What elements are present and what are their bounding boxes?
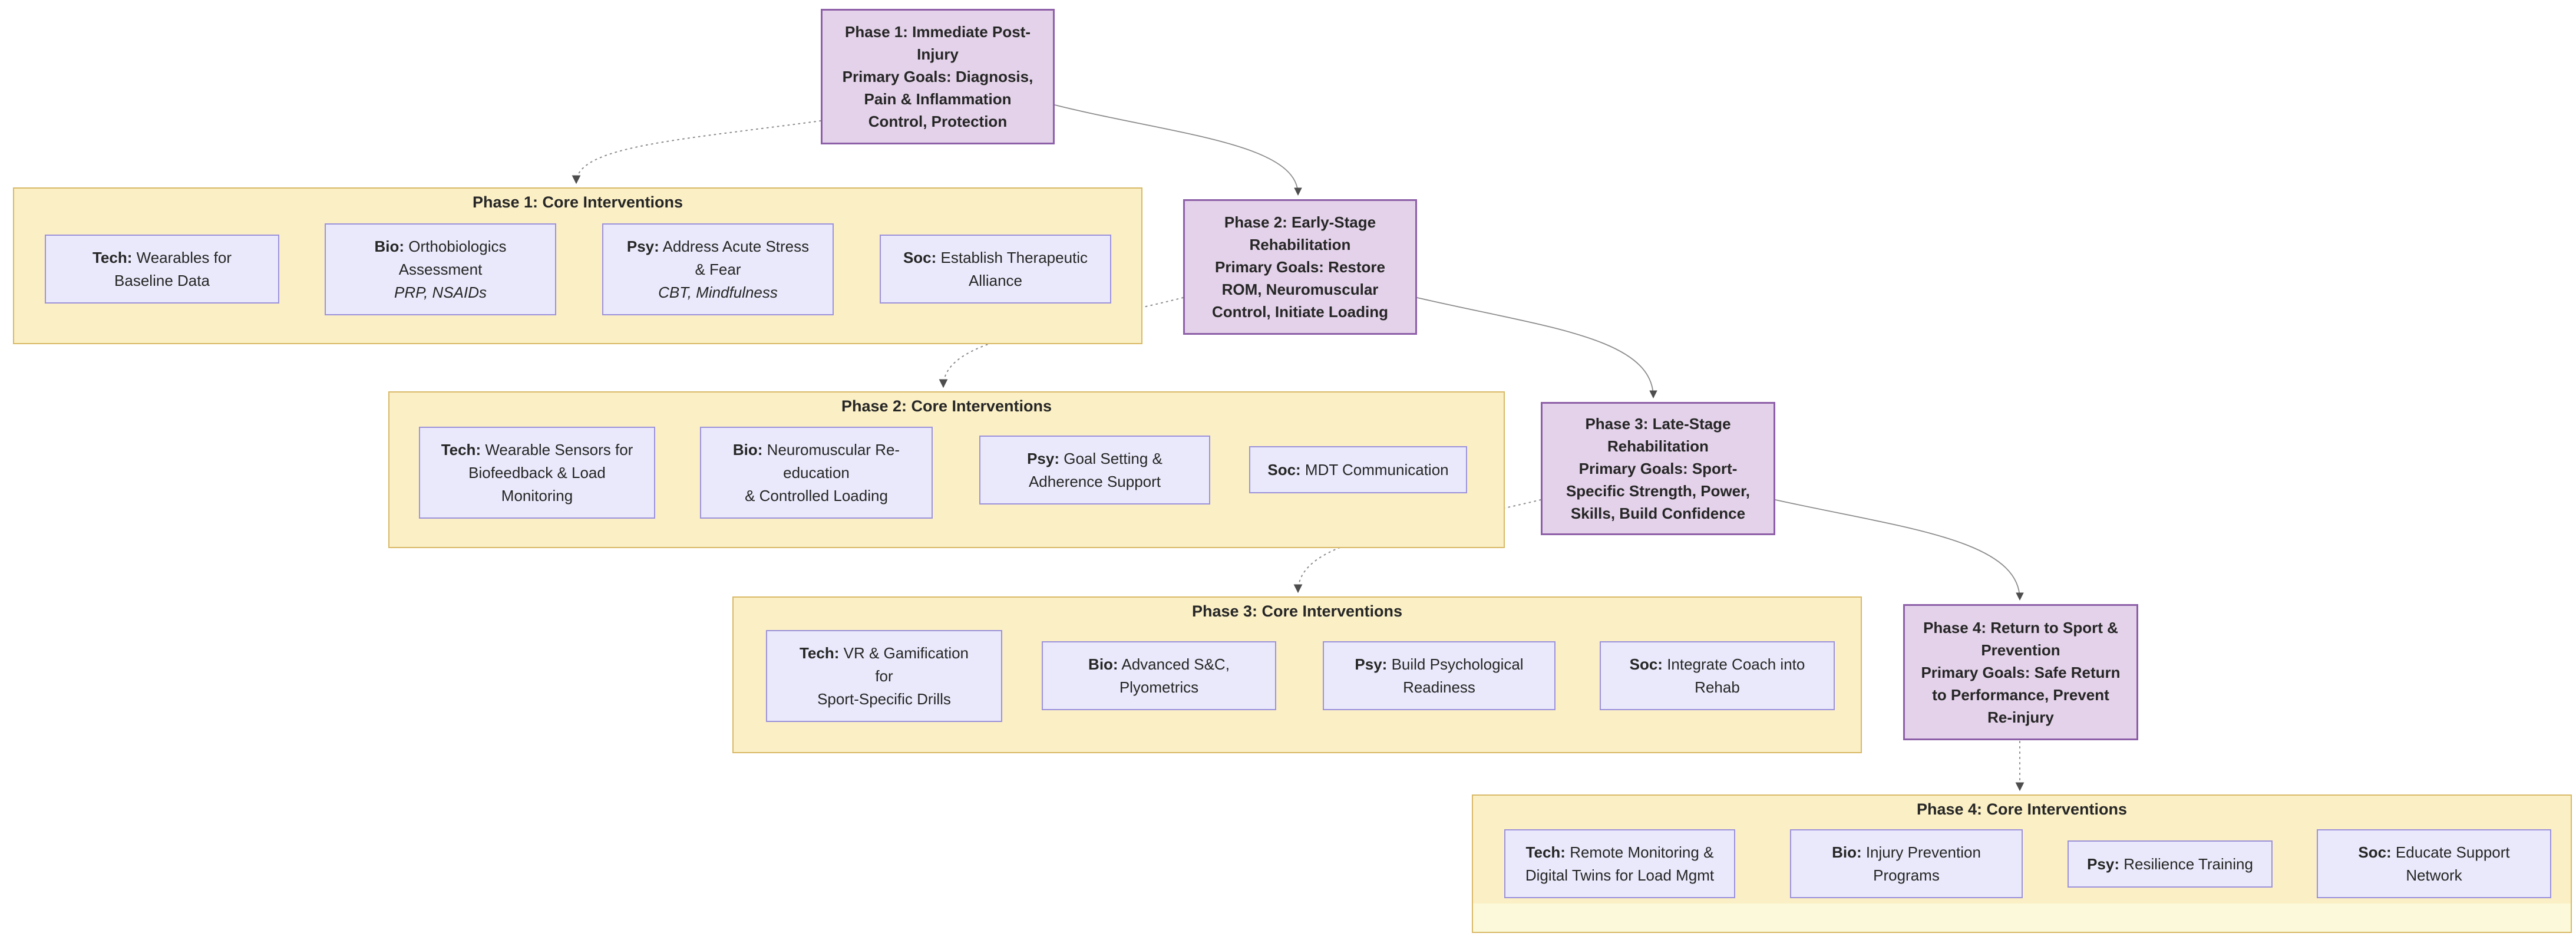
node-label: Bio: Advanced S&C, Plyometrics xyxy=(1088,653,1230,699)
node-label: Soc: MDT Communication xyxy=(1267,459,1448,482)
phase3-psy-node: Psy: Build Psychological Readiness xyxy=(1323,641,1555,710)
node-label: Bio: Neuromuscular Re- education & Contr… xyxy=(733,438,900,507)
node-text: Orthobiologics Assessment xyxy=(398,237,507,278)
cluster3-title: Phase 3: Core Interventions xyxy=(1191,602,1403,620)
edge-phase2-to-phase3 xyxy=(1416,297,1657,399)
node-text: Advanced S&C, Plyometrics xyxy=(1119,655,1230,696)
node-text: Address Acute Stress & Fear xyxy=(662,237,810,278)
node-text: Establish Therapeutic Alliance xyxy=(940,248,1088,289)
node-prefix: Tech: xyxy=(441,440,481,459)
phase3-label: Phase 3: Late-Stage Rehabilitation Prima… xyxy=(1566,415,1751,522)
phase3-node: Phase 3: Late-Stage Rehabilitation Prima… xyxy=(1541,402,1775,535)
node-text: Educate Support Network xyxy=(2395,843,2510,884)
node-text: VR & Gamification for Sport-Specific Dri… xyxy=(817,644,969,708)
phase2-node: Phase 2: Early-Stage Rehabilitation Prim… xyxy=(1183,199,1417,335)
phase4-psy-node: Psy: Resilience Training xyxy=(2068,840,2273,888)
edge-phase1-to-phase2 xyxy=(1054,104,1302,196)
phase3-bio-node: Bio: Advanced S&C, Plyometrics xyxy=(1042,641,1276,710)
node-text: Wearable Sensors for Biofeedback & Load … xyxy=(468,440,633,505)
node-text: Resilience Training xyxy=(2119,855,2253,873)
phase3-soc-node: Soc: Integrate Coach into Rehab xyxy=(1600,641,1835,710)
node-label: Psy: Resilience Training xyxy=(2087,853,2253,876)
node-prefix: Bio: xyxy=(1088,655,1118,673)
node-prefix: Tech: xyxy=(799,644,840,662)
phase1-tech-node: Tech: Wearables for Baseline Data xyxy=(45,235,279,304)
cluster2-title: Phase 2: Core Interventions xyxy=(841,397,1052,415)
node-text: Build Psychological Readiness xyxy=(1391,655,1524,696)
node-text: MDT Communication xyxy=(1300,460,1449,479)
phase4-label: Phase 4: Return to Sport & Prevention Pr… xyxy=(1921,618,2121,726)
node-label: Bio: Orthobiologics Assessment PRP, NSAI… xyxy=(375,235,507,304)
phase2-bio-node: Bio: Neuromuscular Re- education & Contr… xyxy=(700,427,933,519)
phase1-soc-node: Soc: Establish Therapeutic Alliance xyxy=(880,235,1111,304)
node-prefix: Psy: xyxy=(1355,655,1388,673)
phase4-tech-node: Tech: Remote Monitoring & Digital Twins … xyxy=(1504,829,1735,898)
cluster-phase4-core-interventions: Phase 4: Core Interventions Tech: Remote… xyxy=(1472,794,2572,933)
phase2-label: Phase 2: Early-Stage Rehabilitation Prim… xyxy=(1212,213,1388,321)
node-prefix: Psy: xyxy=(1027,449,1060,467)
node-prefix: Tech: xyxy=(92,248,133,266)
node-label: Tech: Wearables for Baseline Data xyxy=(93,246,232,292)
node-label: Bio: Injury Prevention Programs xyxy=(1832,841,1981,887)
node-label: Tech: Remote Monitoring & Digital Twins … xyxy=(1525,841,1714,887)
node-note: PRP, NSAIDs xyxy=(394,283,487,301)
node-label: Psy: Address Acute Stress & Fear CBT, Mi… xyxy=(627,235,809,304)
phase4-soc-node: Soc: Educate Support Network xyxy=(2317,829,2551,898)
phase3-tech-node: Tech: VR & Gamification for Sport-Specif… xyxy=(766,630,1002,722)
node-text: Goal Setting & Adherence Support xyxy=(1028,449,1162,490)
phase2-tech-node: Tech: Wearable Sensors for Biofeedback &… xyxy=(419,427,655,519)
phase2-soc-node: Soc: MDT Communication xyxy=(1249,446,1467,493)
node-prefix: Tech: xyxy=(1525,843,1566,861)
node-label: Soc: Integrate Coach into Rehab xyxy=(1630,653,1805,699)
cluster-phase1-core-interventions: Phase 1: Core Interventions Tech: Wearab… xyxy=(13,187,1142,344)
node-label: Soc: Establish Therapeutic Alliance xyxy=(903,246,1088,292)
node-text: Wearables for Baseline Data xyxy=(114,248,232,289)
node-prefix: Soc: xyxy=(2358,843,2392,861)
phase4-bio-node: Bio: Injury Prevention Programs xyxy=(1790,829,2023,898)
node-prefix: Soc: xyxy=(903,248,937,266)
cluster4-title: Phase 4: Core Interventions xyxy=(1916,800,2128,818)
node-text: Injury Prevention Programs xyxy=(1865,843,1981,884)
phase1-bio-node: Bio: Orthobiologics Assessment PRP, NSAI… xyxy=(325,223,556,315)
edge-phase3-to-phase4 xyxy=(1775,499,2024,601)
node-prefix: Bio: xyxy=(374,237,405,255)
phase1-label: Phase 1: Immediate Post- Injury Primary … xyxy=(842,23,1033,130)
node-prefix: Bio: xyxy=(732,440,763,459)
node-text: Integrate Coach into Rehab xyxy=(1667,655,1805,696)
cluster-phase2-core-interventions: Phase 2: Core Interventions Tech: Wearab… xyxy=(388,391,1505,548)
node-text: Neuromuscular Re- education & Controlled… xyxy=(745,440,900,505)
node-prefix: Psy: xyxy=(2087,855,2120,873)
cluster-phase3-core-interventions: Phase 3: Core Interventions Tech: VR & G… xyxy=(732,596,1862,753)
node-label: Tech: VR & Gamification for Sport-Specif… xyxy=(800,642,969,711)
phase1-node: Phase 1: Immediate Post- Injury Primary … xyxy=(821,9,1055,144)
phase4-node: Phase 4: Return to Sport & Prevention Pr… xyxy=(1903,604,2138,740)
node-label: Tech: Wearable Sensors for Biofeedback &… xyxy=(441,438,633,507)
edge-phase1-to-cluster1 xyxy=(572,120,821,184)
node-prefix: Bio: xyxy=(1832,843,1862,861)
node-prefix: Soc: xyxy=(1629,655,1663,673)
node-label: Psy: Goal Setting & Adherence Support xyxy=(1027,447,1162,493)
node-prefix: Soc: xyxy=(1267,460,1301,479)
cluster1-title: Phase 1: Core Interventions xyxy=(472,193,683,211)
node-label: Soc: Educate Support Network xyxy=(2358,841,2509,887)
phase2-psy-node: Psy: Goal Setting & Adherence Support xyxy=(979,436,1210,505)
phase1-psy-node: Psy: Address Acute Stress & Fear CBT, Mi… xyxy=(602,223,834,315)
node-text: Remote Monitoring & Digital Twins for Lo… xyxy=(1525,843,1715,884)
node-label: Psy: Build Psychological Readiness xyxy=(1355,653,1523,699)
cluster4-bottom-strip xyxy=(1473,904,2571,932)
node-prefix: Psy: xyxy=(626,237,659,255)
node-note: CBT, Mindfulness xyxy=(658,283,778,301)
